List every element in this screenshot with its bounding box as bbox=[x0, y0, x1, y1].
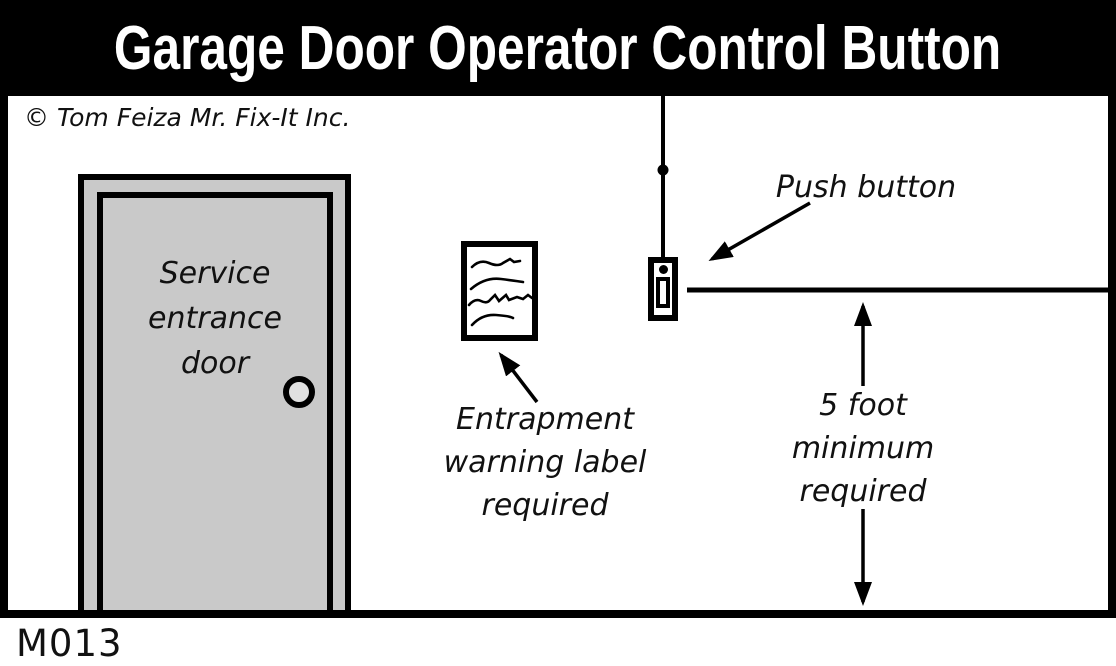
door-knob-icon bbox=[283, 376, 315, 408]
clearance-line3: required bbox=[799, 474, 927, 509]
title-bar: Garage Door Operator Control Button bbox=[0, 0, 1116, 96]
entrapment-text-line2: warning label bbox=[443, 445, 647, 480]
entrapment-text-line3: required bbox=[481, 488, 609, 523]
door-label-line2: entrance bbox=[148, 301, 282, 336]
door-label-line1: Service bbox=[159, 256, 271, 291]
door-label: Service entrance door bbox=[95, 251, 335, 386]
diagram-code: M013 bbox=[16, 622, 123, 665]
copyright-text: © Tom Feiza Mr. Fix-It Inc. bbox=[24, 103, 351, 132]
push-button-icon bbox=[648, 257, 678, 321]
push-button-label: Push button bbox=[775, 170, 957, 205]
clearance-label: 5 foot minimum required bbox=[740, 384, 986, 513]
entrapment-label-text: Entrapment warning label required bbox=[425, 398, 665, 527]
entrapment-text-line1: Entrapment bbox=[456, 402, 634, 437]
door-label-line3: door bbox=[180, 346, 250, 381]
entrapment-warning-label-icon bbox=[461, 241, 538, 341]
push-button-dot bbox=[658, 264, 668, 274]
push-button-switch bbox=[656, 277, 670, 308]
clearance-line2: minimum bbox=[791, 431, 935, 466]
page-title: Garage Door Operator Control Button bbox=[114, 13, 1002, 83]
clearance-line1: 5 foot bbox=[819, 388, 907, 423]
